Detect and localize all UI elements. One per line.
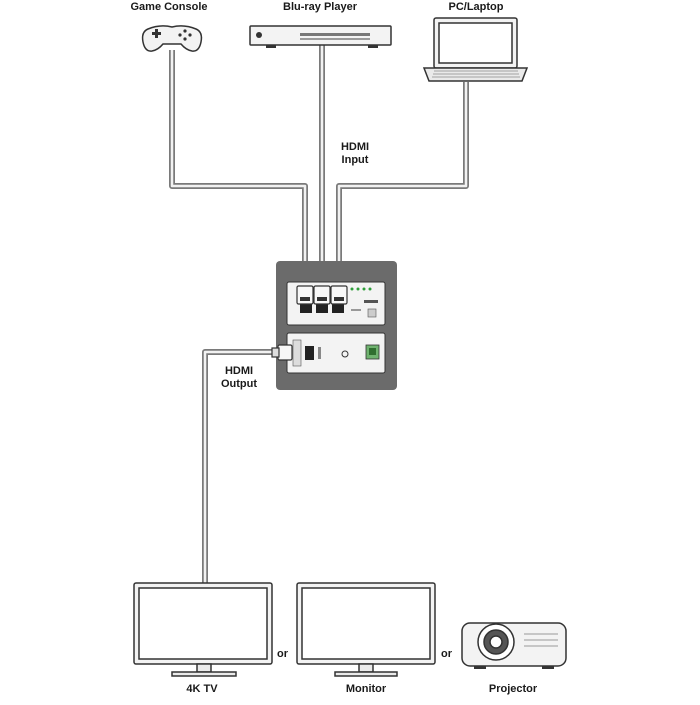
monitor-icon (296, 582, 436, 677)
tv-icon (133, 582, 273, 677)
hdmi-input-plugs (296, 285, 348, 305)
label-hdmi-output: HDMI Output (221, 365, 257, 391)
separator-or-2: or (441, 648, 452, 660)
label-4k-tv: 4K TV (186, 683, 218, 695)
laptop-icon (422, 17, 529, 82)
label-pc-laptop: PC/Laptop (448, 1, 504, 13)
label-hdmi-output-line2: Output (220, 378, 258, 390)
label-hdmi-input-line2: Input (341, 154, 369, 166)
label-monitor: Monitor (345, 683, 387, 695)
label-bluray-player: Blu-ray Player (283, 1, 357, 13)
label-projector: Projector (488, 683, 538, 695)
hdmi-output-plug (271, 344, 293, 361)
bluray-player-icon (249, 25, 392, 48)
label-hdmi-input-line1: HDMI (340, 141, 370, 153)
label-game-console: Game Console (130, 1, 208, 13)
label-hdmi-output-line1: HDMI (224, 365, 254, 377)
separator-or-1: or (277, 648, 288, 660)
wall-plate (276, 261, 397, 390)
cable-game-console (169, 50, 308, 296)
game-controller-icon (141, 25, 203, 52)
label-hdmi-input: HDMI Input (341, 141, 369, 167)
hdbaset-module (286, 332, 386, 374)
status-leds (350, 287, 372, 291)
hdmi-cables (169, 45, 469, 584)
projector-icon (461, 622, 567, 669)
